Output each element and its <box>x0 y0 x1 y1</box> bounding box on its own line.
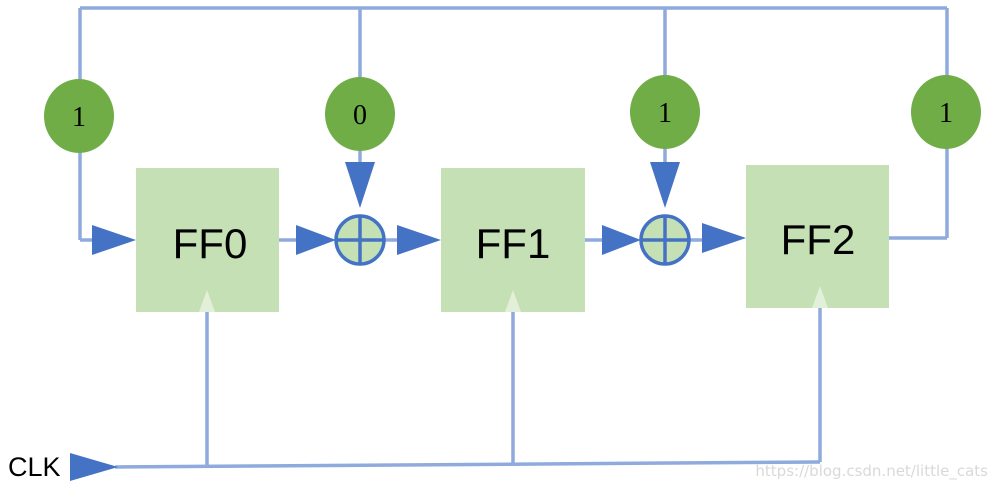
clock-input-arrow <box>70 453 118 481</box>
coefficient-c3: 1 <box>911 75 981 149</box>
arrow-tap-into-xor2 <box>650 162 680 208</box>
coefficient-c0: 1 <box>44 79 114 153</box>
flip-flop-ff1: FF1 <box>441 168 585 312</box>
arrow-tap-into-xor1 <box>345 162 375 208</box>
flip-flop-ff2: FF2 <box>746 165 889 308</box>
coefficient-c1: 0 <box>325 77 395 151</box>
ff0-label: FF0 <box>173 220 248 267</box>
coefficient-c2-value: 1 <box>658 98 672 129</box>
xor-gate-2 <box>639 214 691 266</box>
arrow-into-ff0 <box>92 225 136 255</box>
ff0-clock-marker <box>199 290 215 312</box>
coefficient-c0-value: 1 <box>72 102 86 133</box>
arrow-into-ff2 <box>702 223 746 253</box>
arrowheads <box>70 162 746 481</box>
coefficient-c1-value: 0 <box>353 100 367 131</box>
ff2-clock-marker <box>812 286 828 308</box>
ff2-label: FF2 <box>781 216 856 263</box>
clock-label: CLK <box>8 452 61 482</box>
ff1-clock-marker <box>505 290 521 312</box>
arrow-into-xor1 <box>296 225 336 255</box>
ff1-label: FF1 <box>476 220 551 267</box>
coefficient-c2: 1 <box>630 75 700 149</box>
arrow-into-xor2 <box>602 225 641 255</box>
watermark-text: https://blog.csdn.net/little_cats <box>755 462 988 481</box>
flip-flop-ff0: FF0 <box>136 168 279 312</box>
coefficient-c3-value: 1 <box>939 98 953 129</box>
clock-wires <box>114 308 822 469</box>
xor-gate-1 <box>334 214 386 266</box>
arrow-into-ff1 <box>397 225 441 255</box>
